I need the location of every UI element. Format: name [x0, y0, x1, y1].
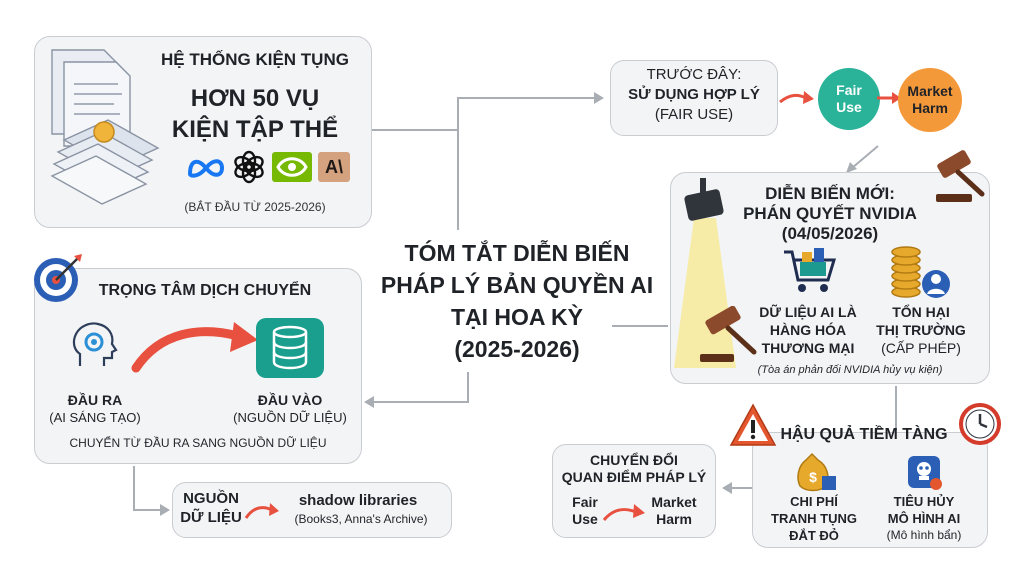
- market-harm-node: Market Harm: [898, 68, 962, 132]
- center-title-line-1: TÓM TẮT DIỄN BIẾN: [404, 240, 630, 266]
- ai-head-icon: [66, 318, 122, 379]
- meta-logo-icon: [186, 154, 226, 187]
- consequence-item2-line2: MÔ HÌNH AI: [887, 511, 961, 526]
- shift-line-2: QUAN ĐIỂM PHÁP LÝ: [561, 469, 707, 485]
- corrupted-model-icon: [904, 452, 944, 497]
- gavel-icon-top: [928, 150, 998, 211]
- fair-use-label: Fair Use: [836, 82, 862, 115]
- consequence-item1-line1: CHI PHÍ: [790, 494, 838, 509]
- consequence-item2-sub: (Mô hình bẩn): [886, 528, 962, 542]
- ruling-item1-line2: HÀNG HÓA: [769, 322, 847, 338]
- shift-arrow-small-icon: [602, 500, 646, 529]
- output-label: ĐẦU RA: [67, 392, 123, 408]
- litigation-headline-1: HƠN 50 VỤ: [190, 85, 320, 112]
- fair-use-node: Fair Use: [818, 68, 880, 130]
- connector-source: [133, 466, 162, 511]
- svg-text:$: $: [809, 469, 817, 485]
- anthropic-logo-icon: A\: [318, 152, 350, 182]
- target-icon: [30, 250, 86, 311]
- before-arrow-2-icon: [876, 90, 902, 111]
- ruling-footnote: (Tòa án phản đối NVIDIA hủy vụ kiện): [757, 364, 943, 376]
- shadow-libraries-examples: (Books3, Anna's Archive): [294, 512, 428, 526]
- ruling-item1-line3: THƯƠNG MẠI: [761, 340, 855, 356]
- consequence-item2-line1: TIÊU HỦY: [893, 494, 955, 509]
- connector-before-ruling: [851, 145, 879, 169]
- shift-to-2: Harm: [656, 511, 692, 527]
- connector-focus: [372, 372, 469, 403]
- shift-to-1: Market: [651, 494, 697, 510]
- connector-litigation: [372, 129, 459, 230]
- ruling-item2-line2: THỊ TRƯỜNG: [876, 322, 966, 338]
- before-line-3: (FAIR USE): [654, 106, 734, 123]
- shadow-libraries: shadow libraries: [298, 492, 418, 509]
- ruling-item2-sub: (CẤP PHÉP): [881, 340, 961, 356]
- ruling-item2-line1: TỔN HẠI: [892, 304, 950, 320]
- center-title-line-2: PHÁP LÝ BẢN QUYỀN AI: [380, 272, 654, 298]
- consequence-card: [752, 432, 988, 548]
- consequence-item1-line2: TRANH TỤNG: [771, 511, 857, 526]
- source-arrow-icon: [244, 500, 280, 527]
- warning-icon: [728, 402, 778, 453]
- shift-line-1: CHUYỂN ĐỔI: [590, 452, 678, 468]
- ruling-line-2: PHÁN QUYẾT NVIDIA: [743, 204, 917, 223]
- output-sub: (AI SÁNG TẠO): [49, 410, 141, 425]
- litigation-headline-2: KIỆN TẬP THỂ: [171, 116, 339, 143]
- shift-from-2: Use: [572, 511, 598, 527]
- before-line-1: TRƯỚC ĐÂY:: [646, 66, 742, 83]
- before-line-2: SỬ DỤNG HỢP LÝ: [628, 86, 760, 103]
- document-stack-icon: [44, 40, 164, 215]
- litigation-note: (BẮT ĐẦU TỪ 2025-2026): [184, 200, 326, 214]
- focus-summary: CHUYỂN TỪ ĐẦU RA SANG NGUỒN DỮ LIỆU: [69, 436, 327, 450]
- consequence-item1-line3: ĐẮT ĐỎ: [789, 528, 839, 543]
- shift-from-1: Fair: [572, 494, 598, 510]
- ruling-line-3: (04/05/2026): [781, 224, 879, 243]
- source-label-2: DỮ LIỆU: [180, 509, 242, 526]
- focus-title: TRỌNG TÂM DỊCH CHUYỂN: [98, 282, 312, 299]
- ruling-item1-line1: DỮ LIỆU AI LÀ: [759, 304, 857, 320]
- input-sub: (NGUỒN DỮ LIỆU): [233, 410, 347, 425]
- legal-shift-card: [552, 444, 716, 538]
- center-title-line-3: TẠI HOA KỲ: [450, 304, 584, 330]
- data-source-card: [172, 482, 452, 538]
- before-arrow-icon: [778, 88, 818, 113]
- openai-logo-icon: [232, 150, 266, 189]
- market-harm-label: Market Harm: [907, 83, 953, 116]
- input-label: ĐẦU VÀO: [257, 392, 323, 408]
- money-bag-icon: $: [792, 452, 838, 497]
- shopping-cart-icon: [782, 246, 838, 303]
- anthropic-logo-mark: A\: [325, 156, 343, 177]
- consequence-title: HẬU QUẢ TIỀM TÀNG: [780, 426, 948, 443]
- ruling-line-1: DIỄN BIẾN MỚI:: [765, 184, 895, 203]
- database-icon: [254, 316, 326, 385]
- shift-arrow-icon: [130, 318, 260, 383]
- coins-user-icon: [888, 244, 952, 307]
- clock-icon: [958, 402, 1002, 451]
- litigation-title: HỆ THỐNG KIỆN TỤNG: [161, 50, 349, 69]
- nvidia-logo-icon: [272, 152, 312, 187]
- gavel-icon-ruling: [698, 305, 768, 371]
- connector-before: [457, 97, 596, 230]
- center-title-line-4: (2025-2026): [454, 336, 580, 362]
- source-label-1: NGUỒN: [183, 490, 239, 507]
- before-card: [610, 60, 778, 136]
